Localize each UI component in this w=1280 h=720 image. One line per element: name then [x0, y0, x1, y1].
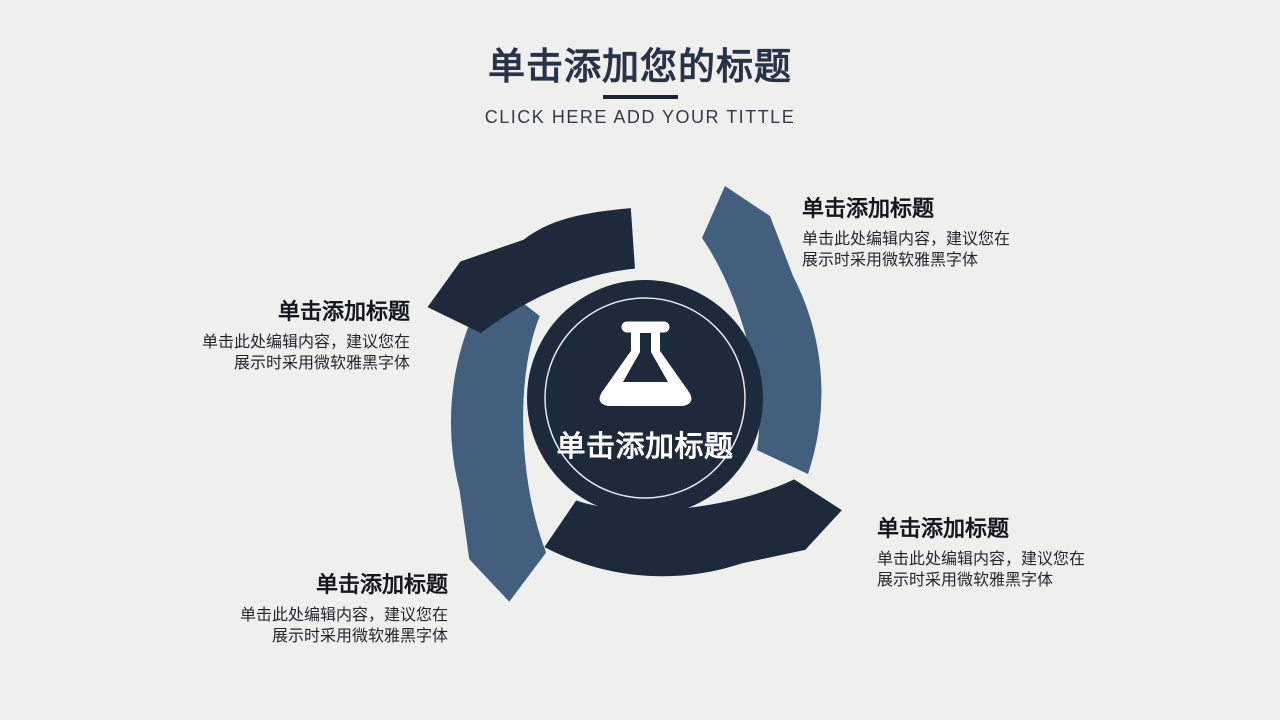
callout-heading: 单击添加标题 — [877, 516, 1010, 541]
callout-bottom-right: 单击添加标题 单击此处编辑内容，建议您在 展示时采用微软雅黑字体 — [877, 516, 1112, 591]
callout-body-line: 展示时采用微软雅黑字体 — [802, 252, 979, 269]
callout-heading: 单击添加标题 — [315, 572, 448, 597]
callout-body-line: 单击此处编辑内容，建议您在 — [877, 551, 1086, 568]
callout-body-line: 展示时采用微软雅黑字体 — [877, 572, 1054, 589]
title-underline — [602, 95, 678, 99]
slide-header: 单击添加您的标题 CLICK HERE ADD YOUR TITTLE — [0, 45, 1280, 128]
callout-heading: 单击添加标题 — [802, 196, 935, 221]
callout-body-line: 展示时采用微软雅黑字体 — [271, 628, 448, 645]
center-ring — [544, 297, 746, 499]
callout-body-line: 单击此处编辑内容，建议您在 — [239, 607, 448, 624]
callout-left: 单击添加标题 单击此处编辑内容，建议您在 展示时采用微软雅黑字体 — [175, 299, 410, 374]
callout-bottom-left: 单击添加标题 单击此处编辑内容，建议您在 展示时采用微软雅黑字体 — [213, 572, 448, 647]
flask-icon — [599, 321, 692, 406]
callout-top-right: 单击添加标题 单击此处编辑内容，建议您在 展示时采用微软雅黑字体 — [802, 196, 1037, 271]
center-circle-label: 单击添加标题 — [556, 431, 734, 463]
callout-heading: 单击添加标题 — [277, 299, 410, 324]
callout-body-line: 单击此处编辑内容，建议您在 — [802, 231, 1011, 248]
page-title: 单击添加您的标题 — [488, 46, 792, 87]
page-subtitle: CLICK HERE ADD YOUR TITTLE — [484, 107, 796, 127]
callout-body-line: 单击此处编辑内容，建议您在 — [201, 334, 410, 351]
callout-body-line: 展示时采用微软雅黑字体 — [233, 355, 410, 372]
